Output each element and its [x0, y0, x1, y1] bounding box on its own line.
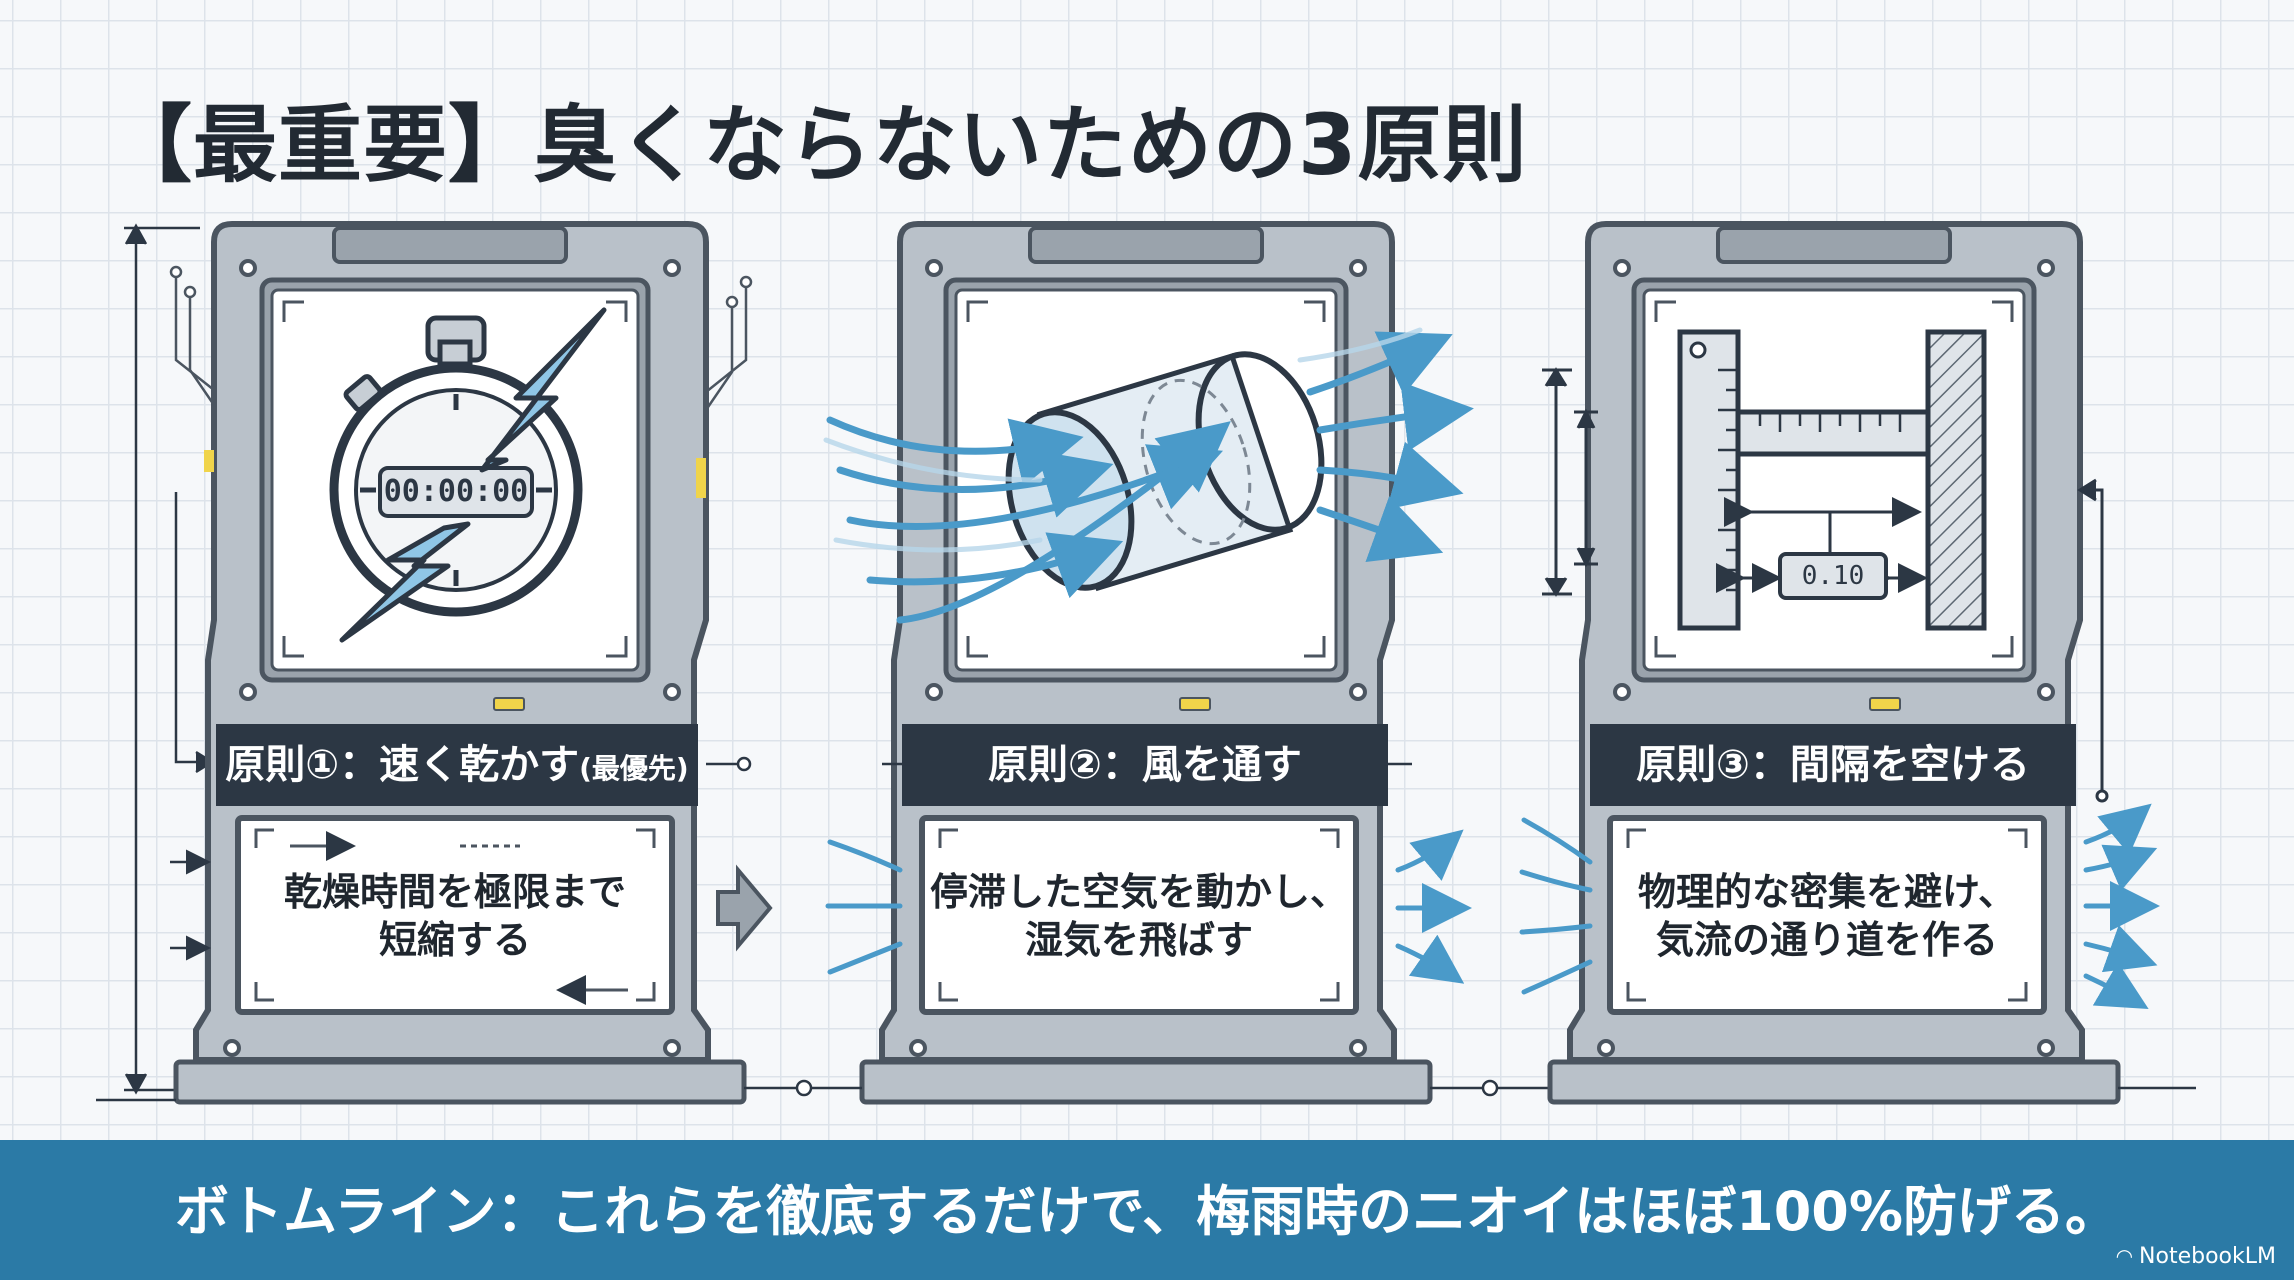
brand-watermark: ◠NotebookLM — [2115, 1244, 2276, 1269]
panel-1 — [169, 221, 773, 1105]
panel-3 — [96, 221, 2196, 1105]
principle-3-label: 原則③：間隔を空ける — [1636, 742, 2030, 788]
principle-1-note: (最優先) — [579, 752, 689, 785]
principle-3-description: 物理的な密集を避け、 気流の通り道を作る — [1637, 870, 2017, 962]
page-title: 【最重要】臭くならないための3原則 — [108, 96, 1528, 194]
principle-1-description: 乾燥時間を極限まで 短縮する — [283, 870, 626, 962]
stopwatch-lightning-icon — [329, 307, 607, 643]
stopwatch-display: 00:00:00 — [383, 474, 529, 509]
spacing-readout: 0.10 — [1801, 561, 1865, 591]
bottom-line-banner — [0, 1140, 2294, 1280]
dimension-line-left — [124, 223, 215, 1095]
principle-1-label: 原則①：速く乾かす(最優先) — [225, 742, 689, 788]
ruler-spacing-icon — [1677, 329, 1987, 631]
notebooklm-logo-icon: ◠ — [2115, 1244, 2134, 1268]
panel-2 — [744, 221, 1548, 1105]
principle-2-label: 原則②：風を通す — [988, 742, 1302, 788]
bottom-line-text: ボトムライン：これらを徹底するだけで、梅雨時のニオイはほぼ100%防げる。 — [175, 1180, 2119, 1243]
principle-2-description: 停滞した空気を動かし、 湿気を飛ばす — [929, 870, 1348, 962]
